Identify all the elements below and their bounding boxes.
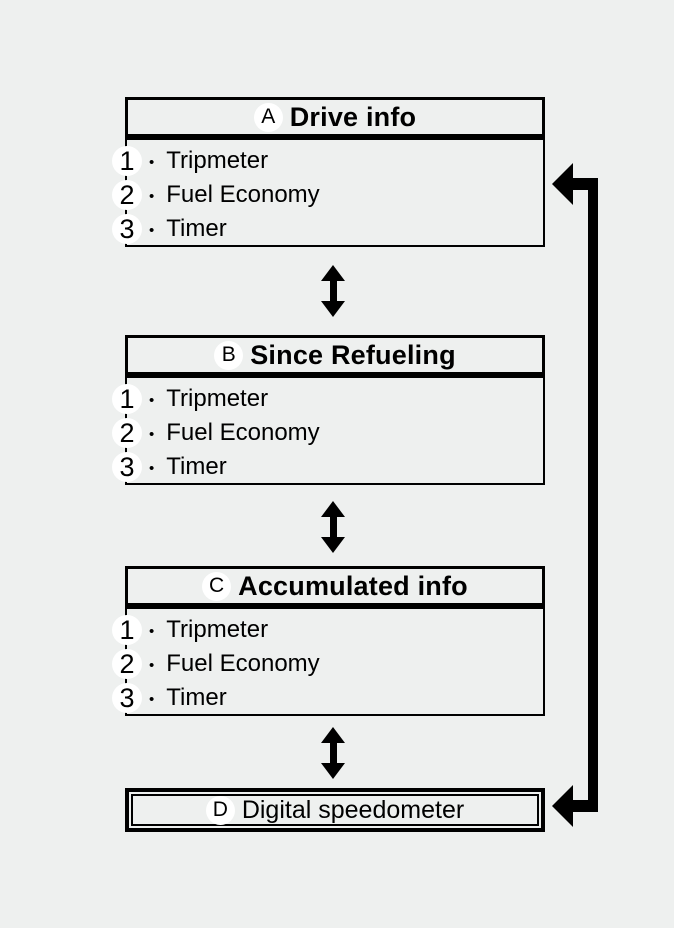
- item-list: • Tripmeter • Fuel Economy • Timer: [127, 140, 543, 246]
- arrow-shaft: [329, 743, 337, 763]
- callout-number-2: 2: [112, 649, 142, 679]
- arrow-left-icon: [552, 785, 573, 827]
- item-list: • Tripmeter • Fuel Economy • Timer: [127, 378, 543, 484]
- arrow-up-icon: [321, 265, 345, 281]
- double-arrow-c-d: [321, 727, 345, 779]
- bullet-icon: •: [149, 187, 155, 205]
- bullet-icon: •: [149, 425, 155, 443]
- callout-number-1: 1: [112, 615, 142, 645]
- arrow-down-icon: [321, 763, 345, 779]
- mode-title: Digital speedometer: [241, 795, 465, 824]
- callout-number-2: 2: [112, 180, 142, 210]
- list-item: • Fuel Economy: [149, 416, 543, 450]
- callout-number-3: 3: [112, 214, 142, 244]
- bullet-icon: •: [149, 622, 155, 640]
- loop-arrow-shaft-top: [571, 178, 598, 190]
- mode-header-drive-info: A Drive info: [125, 97, 545, 137]
- arrow-down-icon: [321, 537, 345, 553]
- item-label: Fuel Economy: [166, 419, 320, 446]
- mode-header-since-refueling: B Since Refueling: [125, 335, 545, 375]
- bullet-icon: •: [149, 221, 155, 239]
- callout-number-1: 1: [112, 384, 142, 414]
- mode-box-digital-speedometer: D Digital speedometer: [125, 788, 545, 832]
- callout-letter-c: C: [202, 571, 232, 601]
- bullet-icon: •: [149, 656, 155, 674]
- callout-letter-d: D: [205, 795, 235, 825]
- list-item: • Fuel Economy: [149, 178, 543, 212]
- arrow-shaft: [329, 281, 337, 301]
- mode-header-digital-speedometer: D Digital speedometer: [131, 794, 539, 826]
- mode-box-since-refueling: B Since Refueling 1 2 3 • Tripmeter • Fuel…: [112, 335, 545, 485]
- list-item: • Tripmeter: [149, 144, 543, 178]
- item-label: Timer: [166, 684, 227, 711]
- bullet-icon: •: [149, 391, 155, 409]
- item-label: Tripmeter: [166, 616, 269, 643]
- list-item: • Tripmeter: [149, 382, 543, 416]
- arrow-left-icon: [552, 163, 573, 205]
- mode-title: Since Refueling: [250, 339, 456, 370]
- item-label: Tripmeter: [166, 147, 269, 174]
- list-item: • Timer: [149, 681, 543, 715]
- callout-letter-a: A: [253, 102, 283, 132]
- list-item: • Timer: [149, 450, 543, 484]
- list-item: • Fuel Economy: [149, 647, 543, 681]
- callout-letter-b: B: [214, 340, 244, 370]
- item-list: • Tripmeter • Fuel Economy • Timer: [127, 609, 543, 715]
- mode-box-drive-info: A Drive info 1 2 3 • Tripmeter • Fuel Econ…: [112, 97, 545, 247]
- mode-header-accumulated-info: C Accumulated info: [125, 566, 545, 606]
- callout-number-1: 1: [112, 146, 142, 176]
- arrow-down-icon: [321, 301, 345, 317]
- callout-number-2: 2: [112, 418, 142, 448]
- loop-arrow-shaft-bottom: [571, 800, 598, 812]
- arrow-up-icon: [321, 501, 345, 517]
- bullet-icon: •: [149, 690, 155, 708]
- mode-title: Drive info: [289, 101, 417, 132]
- callout-number-3: 3: [112, 683, 142, 713]
- arrow-up-icon: [321, 727, 345, 743]
- mode-body-since-refueling: 1 2 3 • Tripmeter • Fuel Economy • Timer: [112, 375, 545, 485]
- list-item: • Timer: [149, 212, 543, 246]
- mode-body-drive-info: 1 2 3 • Tripmeter • Fuel Economy • Timer: [112, 137, 545, 247]
- item-label: Fuel Economy: [166, 650, 320, 677]
- double-arrow-a-b: [321, 265, 345, 317]
- item-label: Timer: [166, 215, 227, 242]
- item-label: Timer: [166, 453, 227, 480]
- loop-arrow-shaft-vertical: [588, 178, 598, 812]
- mode-title: Accumulated info: [238, 570, 468, 601]
- double-arrow-b-c: [321, 501, 345, 553]
- bullet-icon: •: [149, 153, 155, 171]
- mode-body-accumulated-info: 1 2 3 • Tripmeter • Fuel Economy • Timer: [112, 606, 545, 716]
- callout-number-3: 3: [112, 452, 142, 482]
- item-label: Fuel Economy: [166, 181, 320, 208]
- list-item: • Tripmeter: [149, 613, 543, 647]
- arrow-shaft: [329, 517, 337, 537]
- item-label: Tripmeter: [166, 385, 269, 412]
- bullet-icon: •: [149, 459, 155, 477]
- mode-box-accumulated-info: C Accumulated info 1 2 3 • Tripmeter • Fue…: [112, 566, 545, 716]
